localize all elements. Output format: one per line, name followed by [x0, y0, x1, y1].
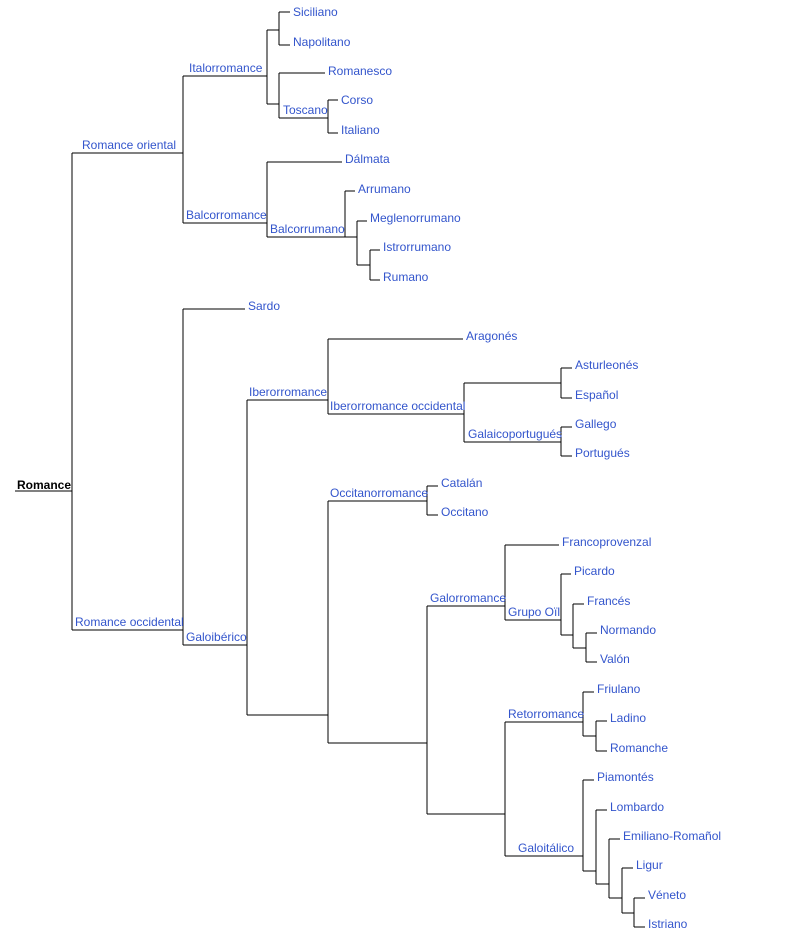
taxon-link-galoitalico[interactable]: Galoitálico: [518, 841, 574, 855]
taxon-link-frances[interactable]: Francés: [587, 594, 630, 608]
taxon-link-lombardo[interactable]: Lombardo: [610, 800, 664, 814]
taxon-link-istriano[interactable]: Istriano: [648, 917, 688, 931]
taxon-link-italorromance[interactable]: Italorromance: [189, 61, 263, 75]
taxon-link-ligur[interactable]: Ligur: [636, 858, 663, 872]
taxon-link-aragones[interactable]: Aragonés: [466, 329, 517, 343]
taxon-link-arrumano[interactable]: Arrumano: [358, 182, 411, 196]
taxon-link-balcorromance[interactable]: Balcorromance: [186, 208, 267, 222]
taxon-link-veneto[interactable]: Véneto: [648, 888, 686, 902]
taxon-link-sardo[interactable]: Sardo: [248, 299, 280, 313]
taxon-link-normando[interactable]: Normando: [600, 623, 656, 637]
taxon-link-ladino[interactable]: Ladino: [610, 711, 646, 725]
taxon-link-grupo-oil[interactable]: Grupo Oïl: [508, 605, 560, 619]
taxon-link-iberorromance[interactable]: Iberorromance: [249, 385, 327, 399]
taxon-link-occitano[interactable]: Occitano: [441, 505, 489, 519]
taxon-link-retorromance[interactable]: Retorromance: [508, 707, 584, 721]
taxon-link-espanol[interactable]: Español: [575, 388, 618, 402]
taxon-link-valon[interactable]: Valón: [600, 652, 630, 666]
taxon-link-napolitano[interactable]: Napolitano: [293, 35, 351, 49]
taxon-link-portugues[interactable]: Portugués: [575, 446, 630, 460]
taxon-link-rumano[interactable]: Rumano: [383, 270, 429, 284]
taxon-link-romanche[interactable]: Romanche: [610, 741, 668, 755]
taxon-link-meglenorrumano[interactable]: Meglenorrumano: [370, 211, 461, 225]
taxon-link-piamontes[interactable]: Piamontés: [597, 770, 654, 784]
taxon-link-dalmata[interactable]: Dálmata: [345, 152, 390, 166]
taxon-link-friulano[interactable]: Friulano: [597, 682, 641, 696]
taxon-link-francoprovenzal[interactable]: Francoprovenzal: [562, 535, 651, 549]
taxon-link-occitanorromance[interactable]: Occitanorromance: [330, 486, 428, 500]
taxon-link-istrorrumano[interactable]: Istrorrumano: [383, 240, 451, 254]
taxon-link-romance-oriental[interactable]: Romance oriental: [82, 138, 176, 152]
taxon-link-siciliano[interactable]: Siciliano: [293, 5, 338, 19]
taxon-link-galorromance[interactable]: Galorromance: [430, 591, 506, 605]
taxon-link-gallego[interactable]: Gallego: [575, 417, 617, 431]
taxon-link-galoiberico[interactable]: Galoibérico: [186, 630, 247, 644]
root-label-romance: Romance: [17, 478, 71, 492]
taxon-link-emiliano-romanol[interactable]: Emiliano-Romañol: [623, 829, 721, 843]
taxon-link-catalan[interactable]: Catalán: [441, 476, 482, 490]
taxon-link-corso[interactable]: Corso: [341, 93, 373, 107]
taxon-link-picardo[interactable]: Picardo: [574, 564, 615, 578]
taxon-link-romanesco[interactable]: Romanesco: [328, 64, 392, 78]
taxon-link-galaicoportugues[interactable]: Galaicoportugués: [468, 427, 562, 441]
taxon-link-romance-occidental[interactable]: Romance occidental: [75, 615, 184, 629]
taxon-link-iberorromance-occidental[interactable]: Iberorromance occidental: [330, 399, 465, 413]
taxon-link-italiano[interactable]: Italiano: [341, 123, 380, 137]
taxon-link-balcorrumano[interactable]: Balcorrumano: [270, 222, 345, 236]
taxon-link-toscano[interactable]: Toscano: [283, 103, 328, 117]
taxon-link-asturleones[interactable]: Asturleonés: [575, 358, 638, 372]
